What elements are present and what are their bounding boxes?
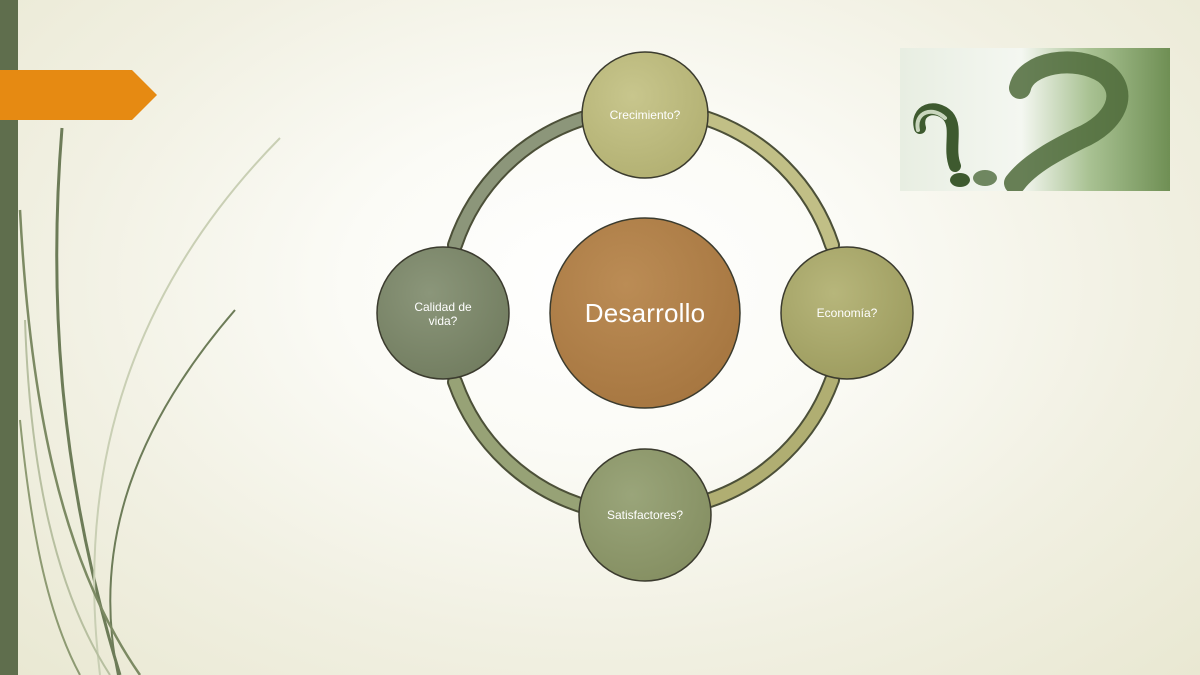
decorative-grass: [18, 127, 281, 675]
node-bottom-label: Satisfactores?: [606, 508, 684, 522]
node-top-label: Crecimiento?: [609, 108, 681, 122]
node-right-label: Economía?: [816, 306, 878, 320]
orange-tab: [0, 70, 157, 120]
question-mark-image: [900, 48, 1170, 191]
node-left-label: Calidad de vida?: [414, 300, 472, 328]
node-right-circle: [780, 246, 914, 380]
node-bottom-circle: [578, 448, 712, 582]
question-mark-icon: [900, 48, 1170, 191]
ring-arcs: [447, 110, 840, 516]
accent-bar: [0, 0, 18, 675]
center-node-label: Desarrollo: [584, 298, 706, 328]
center-node-circle: [549, 217, 741, 409]
node-top-circle: [581, 51, 709, 179]
node-left-circle: [376, 246, 510, 380]
